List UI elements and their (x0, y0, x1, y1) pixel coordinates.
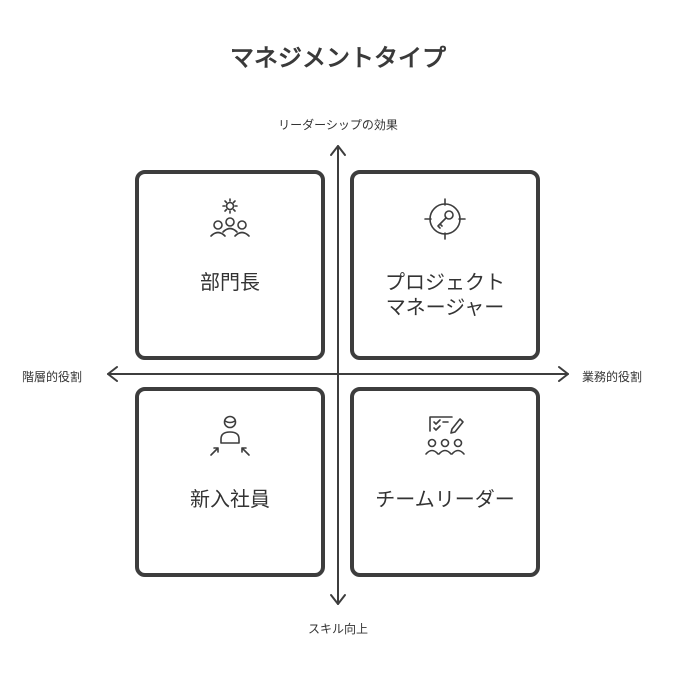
team-checklist-icon (425, 416, 465, 455)
quadrant-team-leader: チームリーダー (350, 387, 540, 577)
axis-label-top: リーダーシップの効果 (278, 118, 398, 132)
diagram-title: マネジメントタイプ (230, 44, 446, 72)
team-gear-icon (210, 198, 250, 237)
target-key-icon (424, 198, 466, 240)
horizontal-axis-arrow-right (558, 366, 569, 382)
vertical-axis-arrow-bottom (330, 594, 346, 605)
axis-label-left: 階層的役割 (22, 370, 83, 384)
quadrant-label: プロジェクト マネージャー (354, 270, 536, 320)
quadrant-label: 新入社員 (190, 487, 270, 511)
quadrant-new-employee: 新入社員 (135, 387, 325, 577)
axis-label-bottom: スキル向上 (307, 622, 368, 636)
quadrant-label: チームリーダー (375, 487, 515, 511)
horizontal-axis-arrow-left (107, 366, 118, 382)
quadrant-project-manager: プロジェクト マネージャー (350, 170, 540, 360)
person-arrows-icon (210, 415, 250, 456)
quadrant-label-line2: マネージャー (385, 295, 505, 319)
quadrant-department-head: 部門長 (135, 170, 325, 360)
quadrant-label-line1: プロジェクト (385, 270, 505, 294)
quadrant-label: 部門長 (200, 270, 260, 294)
axis-label-right: 業務的役割 (582, 370, 643, 384)
vertical-axis-arrow-top (330, 145, 346, 156)
